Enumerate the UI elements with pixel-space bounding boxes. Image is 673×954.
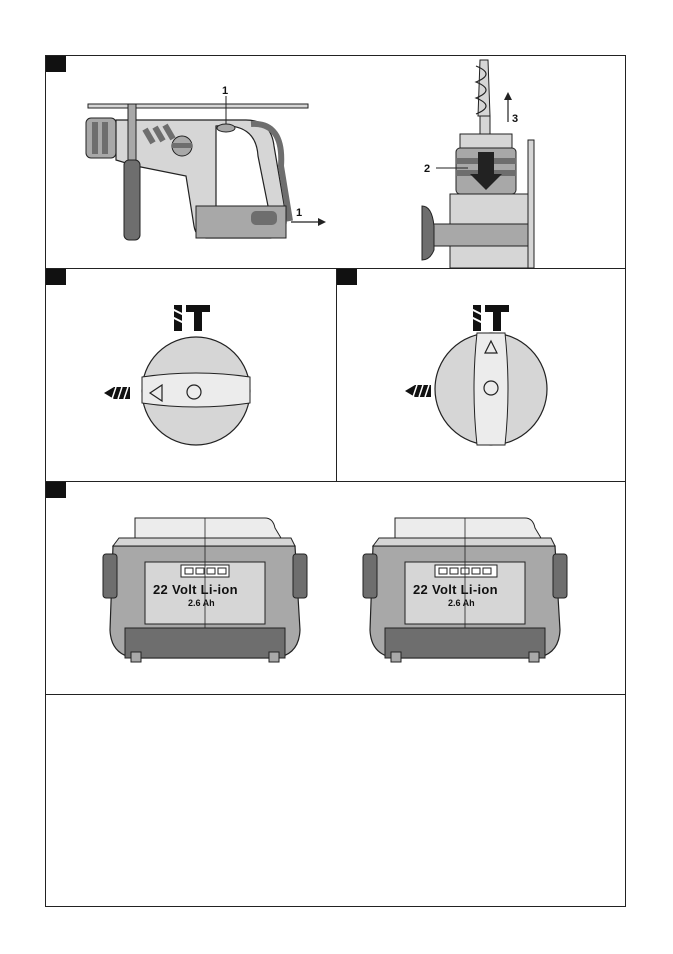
callout-1-top: 1 (222, 85, 228, 97)
callout-2: 2 (424, 163, 430, 175)
rotary-hammer-illustration: 1 1 (46, 56, 336, 268)
mode-dial-hammer-drill-position (337, 269, 626, 481)
battery-capacity-label: 2.6 Ah (188, 598, 215, 608)
drill-mode-icon (104, 387, 130, 399)
battery-voltage-label: 22 Volt Li-ion (153, 582, 238, 597)
callout-3: 3 (512, 113, 518, 125)
empty-panel (46, 695, 625, 906)
hammer-drill-mode-icon (172, 305, 210, 331)
battery-voltage-label: 22 Volt Li-ion (413, 582, 498, 597)
hammer-drill-mode-icon (471, 305, 509, 331)
chuck-bit-illustration: 3 2 (370, 56, 570, 268)
divider-2 (45, 481, 626, 482)
battery-left: 22 Volt Li-ion 2.6 Ah (95, 510, 315, 670)
figure-marker-4 (46, 482, 66, 498)
callout-1-arrow: 1 (296, 207, 302, 219)
battery-capacity-label: 2.6 Ah (448, 598, 475, 608)
drill-mode-icon (405, 385, 431, 397)
mode-dial-drill-position (46, 269, 336, 481)
battery-right: 22 Volt Li-ion 2.6 Ah (355, 510, 575, 670)
